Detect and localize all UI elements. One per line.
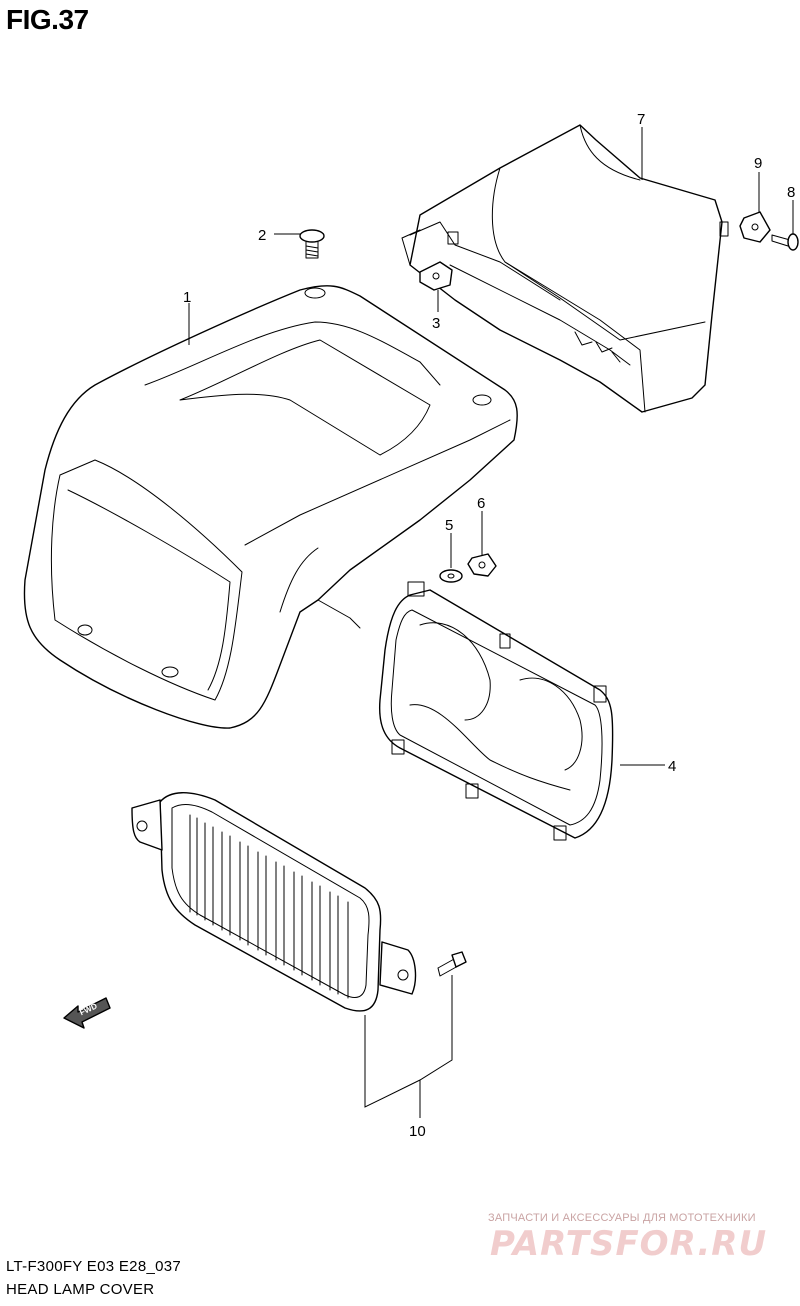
watermark-tagline: ЗАПЧАСТИ И АКСЕССУАРЫ ДЛЯ МОТОТЕХНИКИ bbox=[488, 1212, 756, 1224]
section-name: HEAD LAMP COVER bbox=[6, 1281, 155, 1298]
part-3-clip bbox=[419, 261, 453, 291]
callout-2: 2 bbox=[258, 227, 266, 244]
callout-10: 10 bbox=[409, 1123, 426, 1140]
part-4-lamp-housing bbox=[378, 581, 614, 841]
part-7-rear-panel bbox=[401, 124, 729, 413]
figure-title: FIG.37 bbox=[6, 4, 89, 35]
callout-3: 3 bbox=[432, 315, 440, 332]
callout-4: 4 bbox=[668, 758, 676, 775]
part-8-bolt bbox=[771, 233, 799, 251]
part-5-washer bbox=[439, 569, 463, 583]
fwd-arrow-icon: FWD bbox=[63, 997, 111, 1029]
callout-1: 1 bbox=[183, 289, 191, 306]
watermark-logo: PARTSFOR.RU bbox=[490, 1224, 768, 1264]
part-9-speed-nut bbox=[739, 211, 771, 243]
part-10-grille bbox=[131, 792, 467, 1012]
callout-9: 9 bbox=[754, 155, 762, 172]
callout-8: 8 bbox=[787, 184, 795, 201]
callout-6: 6 bbox=[477, 495, 485, 512]
leader-lines bbox=[188, 127, 794, 1118]
model-code: LT-F300FY E03 E28_037 bbox=[6, 1258, 182, 1275]
part-1-headlamp-cover bbox=[23, 285, 518, 729]
part-6-nut bbox=[467, 553, 497, 577]
part-2-screw bbox=[299, 229, 325, 259]
callout-7: 7 bbox=[637, 111, 645, 128]
callout-5: 5 bbox=[445, 517, 453, 534]
